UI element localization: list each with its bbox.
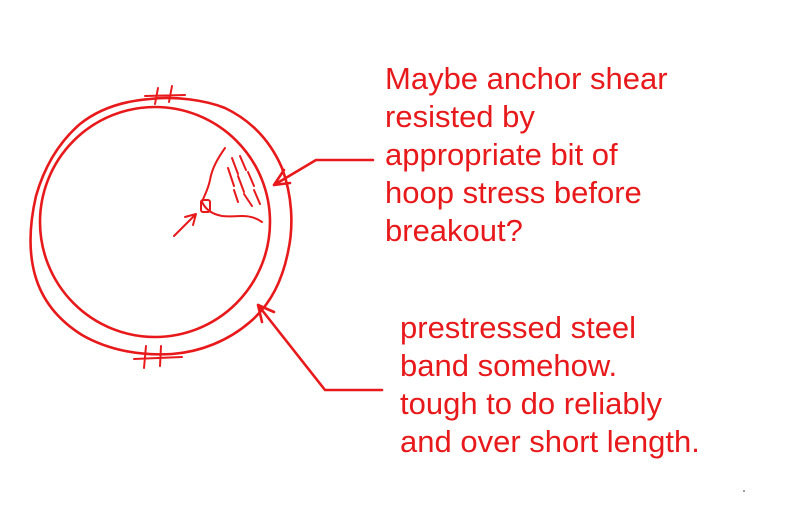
anchor-box [200,199,211,213]
inner-circle [38,105,272,339]
bottom-tick-marks [133,345,183,369]
hoop-stress-note: Maybe anchor shear resisted by appropria… [385,60,668,250]
outer-band [29,96,293,356]
note-line: hoop stress before [385,175,642,210]
note-line: band somehow. [400,348,618,383]
steel-band-note: prestressed steel band somehow. tough to… [400,309,700,461]
breakout-hatching [227,155,261,207]
note-line: Maybe anchor shear [385,61,668,96]
bottom-leader-arrow [256,303,384,392]
stray-dot [743,490,745,492]
note-line: prestressed steel [400,310,637,345]
note-line: breakout? [385,213,523,248]
note-line: and over short length. [400,424,700,459]
anchor-arrow [173,213,197,237]
note-line: appropriate bit of [385,137,618,172]
top-tick-marks [144,85,186,105]
top-leader-arrow [272,158,375,187]
note-line: resisted by [385,99,535,134]
note-line: tough to do reliably [400,386,662,421]
